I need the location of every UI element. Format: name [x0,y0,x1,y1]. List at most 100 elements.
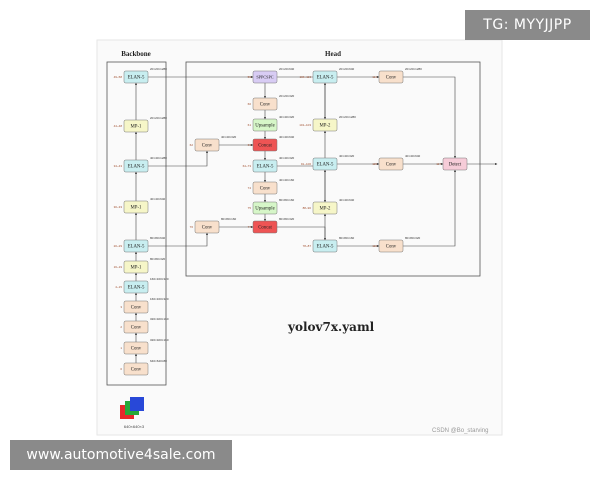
node-label: ELAN-5 [128,245,145,250]
node-box [123,119,149,133]
node-bb10: ELAN-5 49~58 20×20×1280 [114,67,167,84]
node-dimensions: 80×80×320 [150,257,166,261]
node-label: Conv [131,326,142,331]
node-dimensions: 80×80×320 [279,217,295,221]
node-dimensions: 80×80×320 [405,236,421,240]
node-label: Conv [386,76,397,81]
node-dimensions: 40×40×320 [279,115,295,119]
node-dimensions: 320×320×160 [150,317,169,321]
node-box [123,200,149,214]
node-box [123,341,149,355]
edge-bb8-h_lat1 [148,150,209,167]
node-index: 34~43 [114,164,123,168]
node-dimensions: 40×40×320 [339,154,355,158]
node-box [123,70,149,84]
node-label: Concat [258,144,272,149]
edge-h_out3-detect [403,169,457,247]
node-box [442,157,468,171]
node-index: 88~90 [303,206,312,210]
node-index: 1 [120,346,122,350]
node-dimensions: 160×160×320 [150,277,169,281]
node-index: 44~48 [114,124,123,128]
node-dimensions: 40×40×640 [279,135,295,139]
node-label: ELAN-5 [317,163,334,168]
node-label: ELAN-5 [317,76,334,81]
node-label: Conv [260,187,271,192]
node-box [252,97,278,111]
node-label: MP-2 [320,207,332,212]
node-dimensions: 20×20×1280 [150,116,167,120]
node-index: 75 [248,206,252,210]
node-dimensions: 40×40×320 [221,135,237,139]
node-label: Conv [131,368,142,373]
node-index: 60 [248,102,252,106]
node-box [123,300,149,314]
website-watermark: www.automotive4sale.com [10,440,232,470]
node-label: Conv [131,347,142,352]
node-dimensions: 20×20×640 [339,67,355,71]
node-box [312,201,338,215]
node-box [194,138,220,152]
node-index: 4~15 [115,285,122,289]
node-box [312,157,338,171]
node-dimensions: 80×80×160 [279,198,295,202]
node-index: 63 [248,143,252,147]
node-box [252,118,278,132]
node-index: 74 [248,186,252,190]
node-dimensions: 640×640×80 [150,359,167,363]
node-label: ELAN-5 [128,76,145,81]
node-index: 0 [120,367,122,371]
node-label: ELAN-5 [128,286,145,291]
node-box [312,118,338,132]
node-box [252,181,278,195]
node-box [378,239,404,253]
node-dimensions: 20×20×1280 [339,115,356,119]
figure-frame [96,39,503,436]
input-image-icon [120,397,144,419]
node-h_cat1: Concat 63 40×40×640 [248,135,295,152]
node-layer: Conv0640×640×80Conv1320×320×160Conv2320×… [114,67,468,376]
node-box [252,70,278,84]
node-label: MP-1 [131,266,143,271]
node-index: 115 [372,162,377,166]
node-label: Conv [131,306,142,311]
node-index: 116 [372,244,377,248]
node-label: Conv [386,163,397,168]
node-dimensions: 80×80×160 [221,217,237,221]
figure-caption: yolov7x.yaml [288,320,375,334]
node-dimensions: 320×320×160 [150,338,169,342]
node-dimensions: 20×20×640 [279,67,295,71]
node-label: Concat [258,226,272,231]
node-label: Conv [202,144,213,149]
node-index: 20~29 [114,244,123,248]
node-index: 49~58 [114,75,123,79]
node-label: Detect [449,163,462,168]
node-dimensions: 20×20×1280 [150,67,167,71]
node-bb0: Conv 0 640×640×80 [120,359,167,376]
node-dimensions: 20×20×1280 [405,67,422,71]
node-label: SPPCSPC [256,75,273,80]
node-dimensions: 40×40×1280 [150,156,167,160]
node-label: Conv [260,103,271,108]
node-index: 64~73 [243,164,252,168]
node-box [123,362,149,376]
node-label: ELAN-5 [257,165,274,170]
node-box [252,201,278,215]
node-box [378,70,404,84]
node-bb1: Conv 1 320×320×160 [120,338,169,355]
node-box [123,239,149,253]
